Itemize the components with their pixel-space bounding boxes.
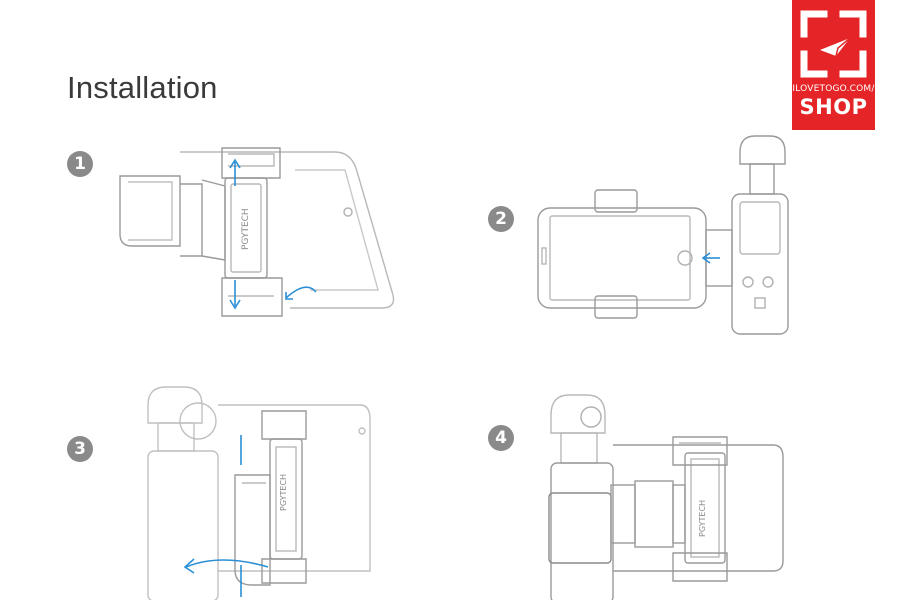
brand-shop: SHOP xyxy=(799,95,868,119)
step-2-illustration xyxy=(530,130,790,345)
step-3-illustration: PGYTECH xyxy=(140,375,380,605)
frame-plane-icon xyxy=(800,10,867,78)
step-1-brand-text: PGYTECH xyxy=(241,208,251,250)
step-1-illustration: PGYTECH xyxy=(110,140,410,330)
step-2-badge: 2 xyxy=(488,206,514,232)
step-4-badge: 4 xyxy=(488,425,514,451)
page-title: Installation xyxy=(67,70,218,105)
brand-url: ILOVETOGO.COM/ xyxy=(792,84,875,94)
step-4-illustration: PGYTECH xyxy=(545,385,790,605)
brand-logo[interactable]: ILOVETOGO.COM/ SHOP xyxy=(792,0,875,130)
step-1-badge: 1 xyxy=(67,151,93,177)
step-3-badge: 3 xyxy=(67,436,93,462)
step-3-brand-text: PGYTECH xyxy=(279,474,288,511)
step-4-brand-text: PGYTECH xyxy=(698,500,707,537)
